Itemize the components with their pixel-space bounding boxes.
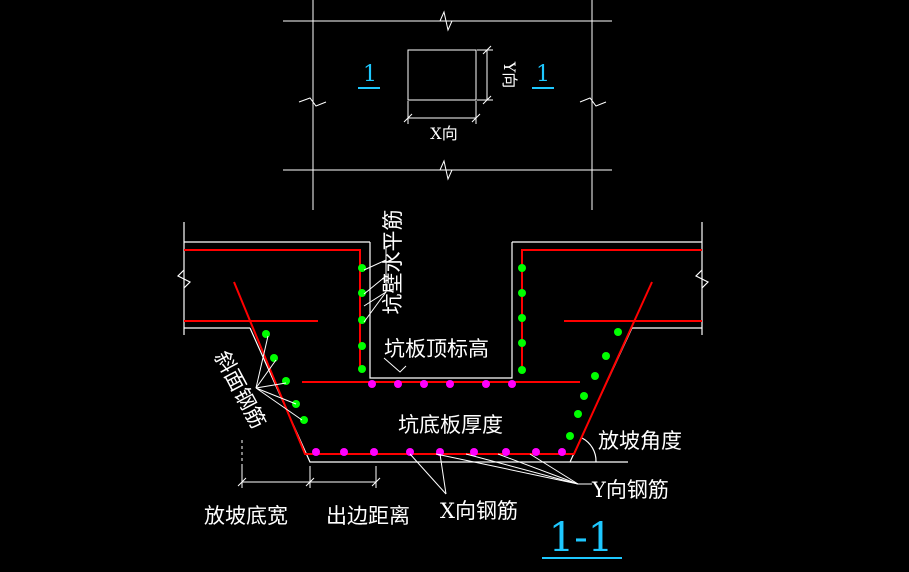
leader-slope-bar [255, 387, 297, 405]
green-dot [614, 328, 622, 336]
green-dot [566, 432, 574, 440]
green-dot [591, 372, 599, 380]
label-slope-base-width: 放坡底宽 [204, 504, 288, 528]
magenta-dot [532, 448, 540, 456]
y-tick-bottom [482, 95, 492, 105]
x-tick-right [471, 113, 481, 123]
green-dot [518, 289, 526, 297]
leader-lines [237, 246, 592, 495]
leader-slope-bar [255, 382, 287, 389]
magenta-dot [368, 380, 376, 388]
leader-slab-top [383, 357, 407, 373]
leader-y-bar [465, 453, 579, 485]
magenta-dot [370, 448, 378, 456]
green-dot [358, 289, 366, 297]
leader-slope-bar [255, 335, 269, 389]
leader-wall-bar [363, 259, 387, 271]
leader-slope-bar [255, 387, 303, 421]
section-title: 1-1 [549, 515, 613, 561]
dim-tick [305, 477, 315, 487]
green-dot [518, 314, 526, 322]
magenta-dot [482, 380, 490, 388]
green-dot [580, 392, 588, 400]
green-dot [358, 365, 366, 373]
leader-wall-bar [363, 291, 387, 323]
y-direction-label: Y向 [500, 61, 519, 89]
leader-y-bar [529, 453, 579, 485]
green-dot [574, 410, 582, 418]
break-symbol-left [298, 97, 327, 107]
magenta-dot [312, 448, 320, 456]
green-dot [518, 366, 526, 374]
leader-x-bar [409, 453, 447, 495]
rebar-right-wall [521, 249, 702, 370]
magenta-dot [502, 448, 510, 456]
break-right [694, 269, 710, 289]
section-mark-right: 1 [536, 62, 550, 87]
leader-x-bar [439, 453, 447, 495]
plan-view [283, 0, 612, 210]
leader-slope-bar [255, 359, 277, 389]
green-dot [602, 352, 610, 360]
label-pit-bottom-thickness: 坑底板厚度 [398, 413, 503, 437]
pit-inner-outline [369, 242, 513, 379]
leader-y-bar [497, 453, 579, 485]
section-mark-left: 1 [363, 62, 377, 87]
magenta-dot [508, 380, 516, 388]
slope-angle-arc [581, 437, 597, 463]
green-dot [270, 354, 278, 362]
x-tick-left [403, 113, 413, 123]
label-x-bar: X向钢筋 [440, 499, 518, 523]
green-dot [358, 264, 366, 272]
green-dot [262, 330, 270, 338]
green-dot [518, 339, 526, 347]
pit-plan-rect [407, 49, 477, 101]
green-dot [358, 316, 366, 324]
magenta-dot [446, 380, 454, 388]
green-dot [300, 416, 308, 424]
x-direction-label: X向 [430, 124, 457, 143]
label-pit-slab-top-elev: 坑板顶标高 [384, 337, 489, 361]
label-wall-horizontal-bar: 坑壁水平筋 [381, 210, 405, 315]
magenta-dot [340, 448, 348, 456]
leader-wall-bar [363, 275, 387, 295]
label-slope-angle: 放坡角度 [598, 429, 682, 453]
break-symbol-right [579, 97, 607, 107]
green-dot [518, 264, 526, 272]
rebar-left-wall [184, 249, 361, 370]
dim-tick [371, 477, 381, 487]
label-edge-distance: 出边距离 [326, 504, 410, 528]
magenta-dot [394, 380, 402, 388]
magenta-rebar-dots [312, 380, 566, 456]
magenta-dot [470, 448, 478, 456]
magenta-dot [406, 448, 414, 456]
break-symbol-top [439, 10, 453, 32]
green-dot [358, 342, 366, 350]
leader-y-bar [435, 453, 579, 485]
break-symbol-bottom [439, 159, 453, 181]
magenta-dot [558, 448, 566, 456]
break-left [176, 269, 192, 289]
y-tick-top [482, 45, 492, 55]
green-rebar-dots [262, 264, 622, 440]
magenta-dot [420, 380, 428, 388]
dim-tick [237, 477, 247, 487]
label-y-bar: Y向钢筋 [591, 478, 669, 502]
